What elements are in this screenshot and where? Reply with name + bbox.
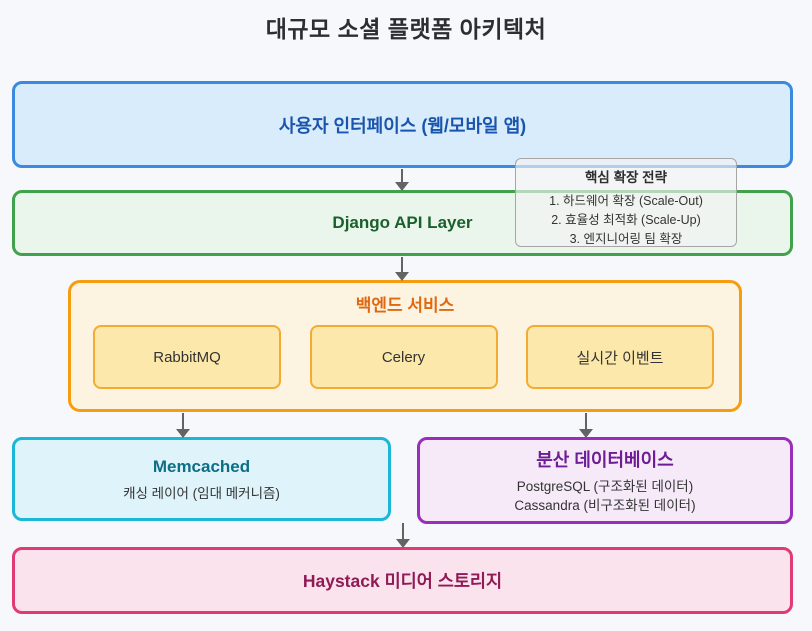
diagram-title: 대규모 소셜 플랫폼 아키텍처 [265, 16, 547, 42]
backend-services-title: 백엔드 서비스 [355, 296, 455, 315]
arrow-to-media-storage [396, 523, 410, 548]
backend-service-rabbitmq: RabbitMQ [93, 325, 281, 389]
node-memcached-sublabel: 캐싱 레이어 (임대 메커니즘) [123, 485, 280, 501]
note-title: 핵심 확장 전략 [584, 170, 668, 185]
note-item-1: 1. 하드웨어 확장 (Scale-Out) [549, 194, 703, 208]
node-distributed-database: 분산 데이터베이스 PostgreSQL (구조화된 데이터) Cassandr… [417, 437, 793, 524]
note-item-2: 2. 효율성 최적화 (Scale-Up) [551, 212, 701, 227]
node-user-interface-label: 사용자 인터페이스 (웹/모바일 앱) [278, 115, 527, 136]
arrow-backend-to-database [579, 413, 593, 438]
arrow-head-icon [176, 429, 190, 438]
node-memcached: Memcached 캐싱 레이어 (임대 메커니즘) [12, 437, 391, 521]
arrow-ui-to-api [395, 169, 409, 191]
backend-service-realtime-events-label: 실시간 이벤트 [576, 349, 664, 367]
node-user-interface: 사용자 인터페이스 (웹/모바일 앱) [12, 81, 793, 168]
node-database-postgresql-line: PostgreSQL (구조화된 데이터) [516, 478, 694, 494]
arrow-shaft [182, 413, 184, 430]
note-item-3: 3. 엔지니어링 팀 확장 [569, 231, 683, 246]
arrow-head-icon [396, 539, 410, 548]
arrow-shaft [401, 169, 403, 183]
arrow-head-icon [579, 429, 593, 438]
note-scaling-strategy: 핵심 확장 전략 1. 하드웨어 확장 (Scale-Out) 2. 효율성 최… [515, 158, 737, 247]
node-memcached-label: Memcached [152, 456, 251, 476]
node-distributed-database-label: 분산 데이터베이스 [536, 449, 674, 470]
backend-service-celery-label: Celery [381, 348, 426, 366]
node-haystack-media-storage: Haystack 미디어 스토리지 [12, 547, 793, 614]
backend-service-realtime-events: 실시간 이벤트 [526, 325, 714, 389]
node-backend-services: 백엔드 서비스 RabbitMQ Celery 실시간 이벤트 [68, 280, 742, 412]
backend-service-celery: Celery [309, 325, 498, 389]
arrow-head-icon [395, 182, 409, 191]
arrow-head-icon [395, 272, 409, 281]
backend-services-row: RabbitMQ Celery 실시간 이벤트 [93, 325, 714, 389]
arrow-api-to-backend [395, 257, 409, 281]
arrow-shaft [401, 257, 403, 273]
arrow-shaft [402, 523, 404, 540]
node-haystack-media-storage-label: Haystack 미디어 스토리지 [302, 571, 503, 591]
node-database-cassandra-line: Cassandra (비구조화된 데이터) [514, 497, 696, 513]
arrow-shaft [585, 413, 587, 430]
backend-service-rabbitmq-label: RabbitMQ [153, 348, 221, 366]
node-django-api-label: Django API Layer [332, 213, 473, 232]
arrow-backend-to-memcached [176, 413, 190, 438]
